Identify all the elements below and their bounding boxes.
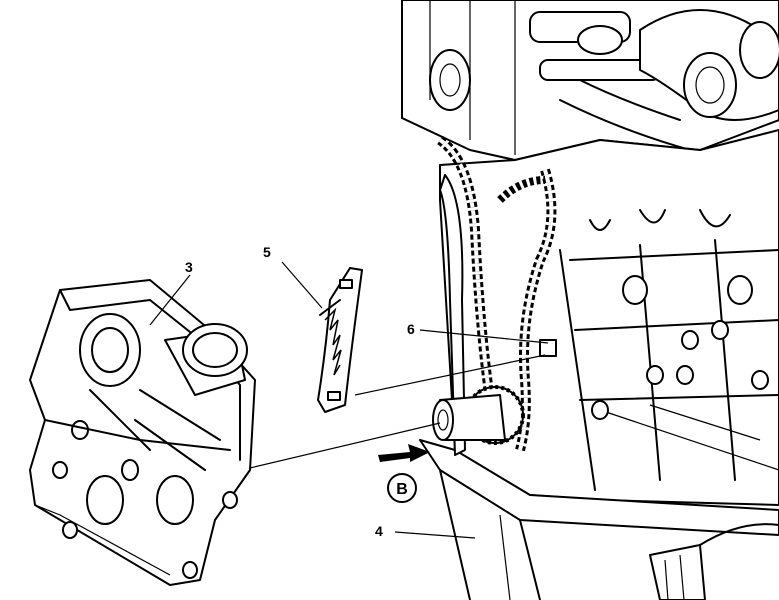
timing-chain (437, 135, 557, 456)
stamp-b-label: B (396, 481, 408, 498)
arrow-icon (378, 444, 430, 462)
part-5-tensioner-rail (317, 267, 363, 413)
callout-4: 4 (375, 523, 383, 539)
crankshaft-sprocket (432, 385, 525, 445)
part-3-timing-cover (29, 279, 256, 586)
callout-3: 3 (185, 259, 193, 275)
callout-5: 5 (263, 244, 271, 260)
part-6-block (539, 339, 557, 357)
leader-lines (149, 261, 549, 539)
engine-block (401, 0, 779, 600)
callout-6: 6 (407, 321, 415, 337)
stamp-b-badge: B (387, 473, 417, 503)
